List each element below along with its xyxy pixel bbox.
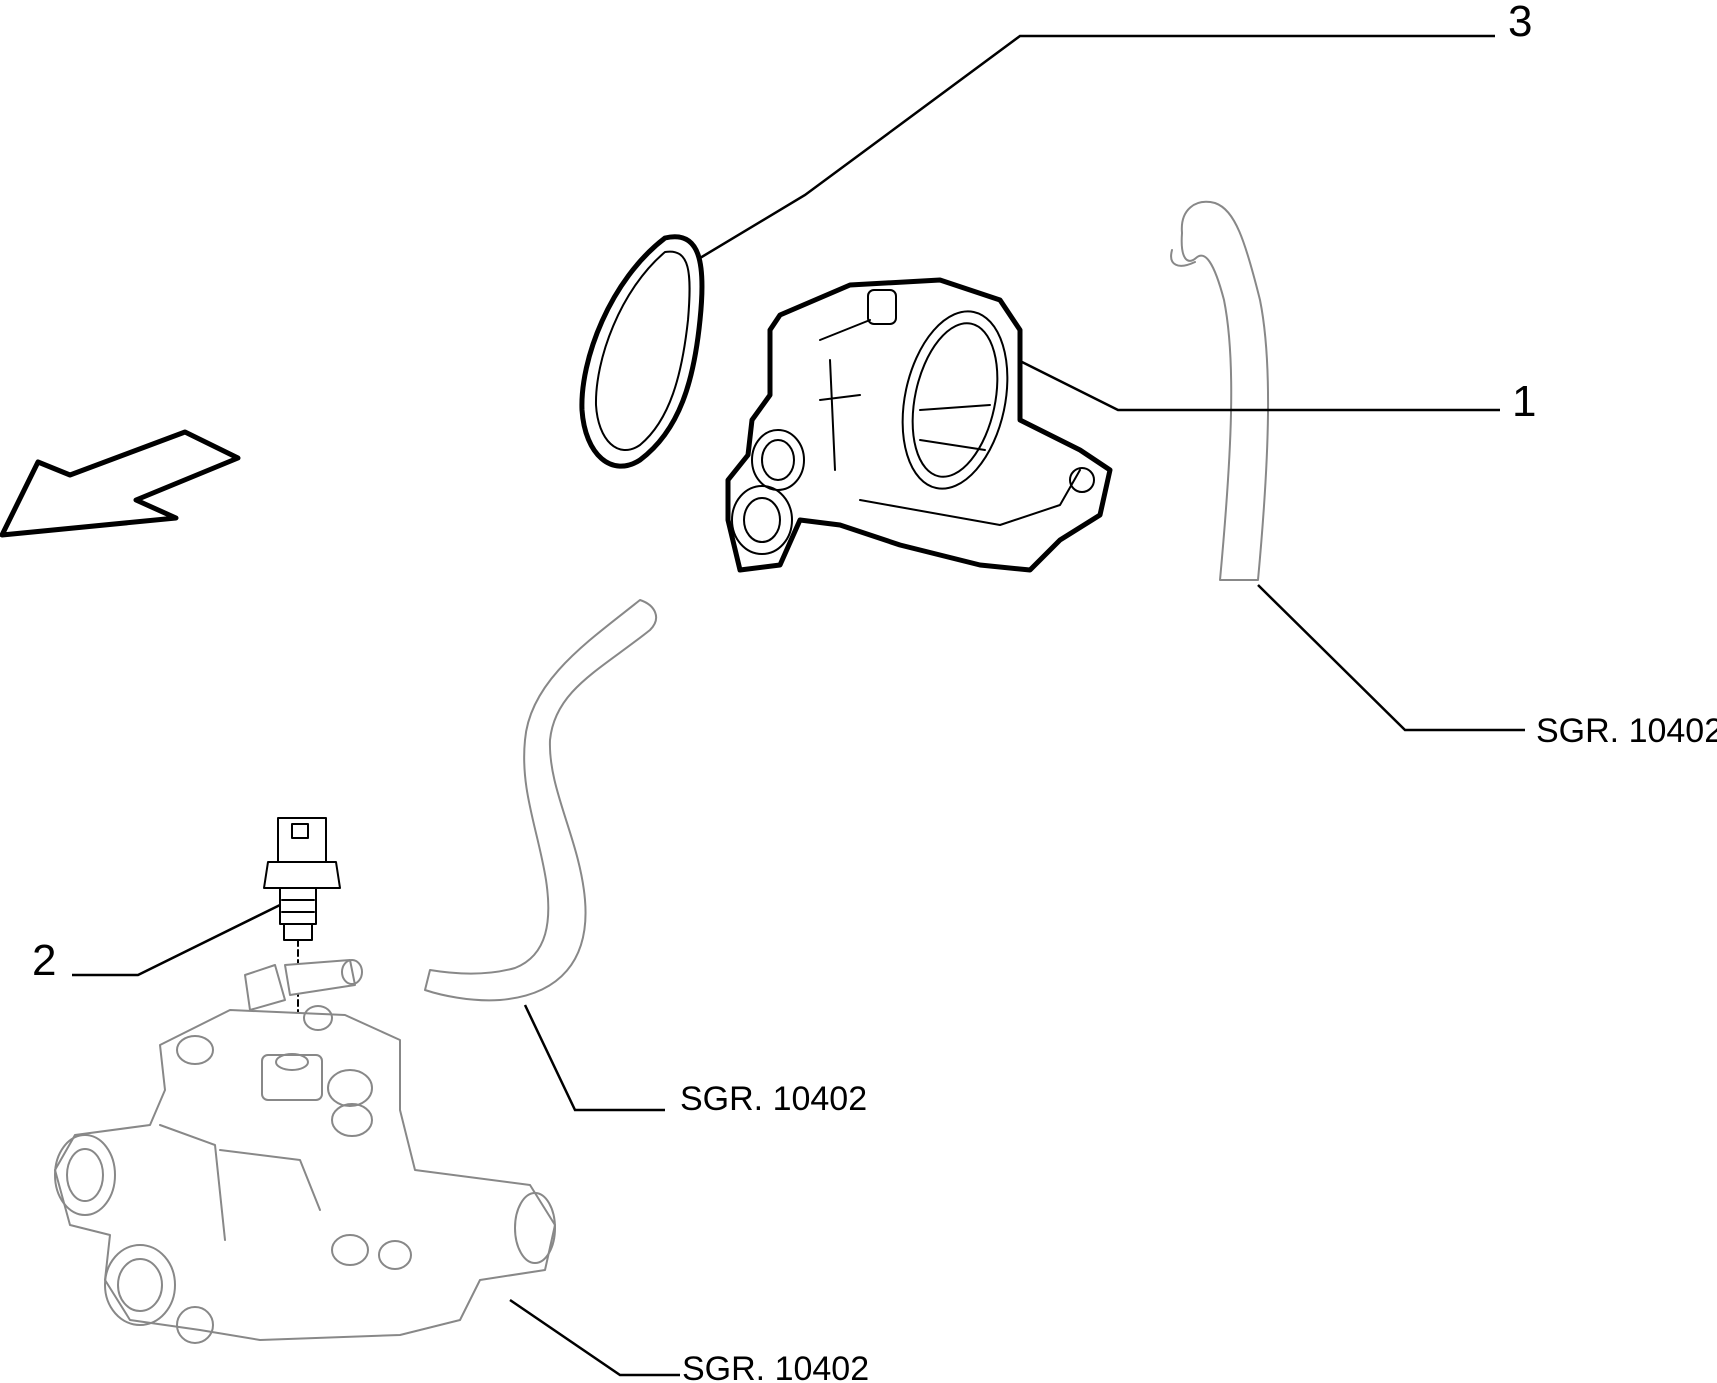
callout-part-3: 3 bbox=[1508, 0, 1532, 46]
throttle-body-part-1 bbox=[725, 277, 1113, 573]
callout-ref-top: SGR. 10402 bbox=[1536, 712, 1717, 750]
hose-middle bbox=[424, 599, 658, 1002]
thermostat-housing bbox=[54, 959, 556, 1344]
gasket-part-3 bbox=[579, 234, 705, 469]
temperature-sensor-part-2 bbox=[263, 817, 341, 1061]
callout-ref-middle: SGR. 10402 bbox=[680, 1080, 867, 1118]
leader-lines bbox=[72, 34, 1525, 1377]
direction-arrow-icon bbox=[0, 429, 241, 538]
callout-part-2: 2 bbox=[32, 936, 56, 985]
callout-ref-bottom: SGR. 10402 bbox=[682, 1350, 869, 1383]
hose-right bbox=[1170, 200, 1270, 581]
callout-part-1: 1 bbox=[1512, 377, 1536, 426]
